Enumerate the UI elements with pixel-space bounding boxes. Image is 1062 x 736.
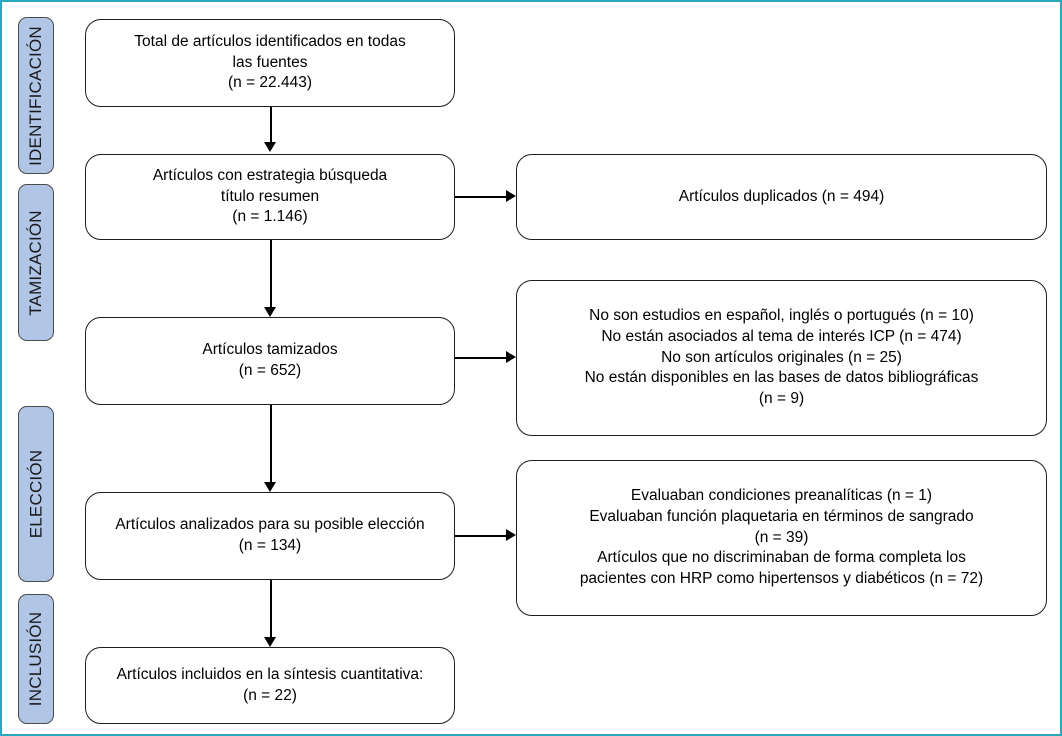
stage-label-tamizacion-text: TAMIZACIÓN — [26, 209, 46, 316]
connector-screened-to-sifted — [270, 240, 272, 312]
flow-box-exclusions-eligibility: Evaluaban condiciones preanalíticas (n =… — [516, 460, 1047, 616]
flow-box-exclusions-screening-text: No son estudios en español, inglés o por… — [584, 307, 979, 407]
flow-box-analyzed: Artículos analizados para su posible ele… — [85, 492, 455, 580]
arrowhead-screened-to-sifted — [264, 307, 276, 317]
connector-analyzed-to-included — [270, 580, 272, 642]
stage-label-eleccion: ELECCIÓN — [18, 406, 54, 582]
flow-box-search-strategy: Artículos con estrategia búsqueda título… — [85, 154, 455, 240]
flow-box-included-text: Artículos incluidos en la síntesis cuant… — [116, 665, 424, 704]
stage-label-eleccion-text: ELECCIÓN — [26, 449, 46, 539]
stage-label-inclusion: INCLUSIÓN — [18, 594, 54, 724]
flow-box-included: Artículos incluidos en la síntesis cuant… — [85, 647, 455, 724]
connector-sifted-to-analyzed — [270, 405, 272, 487]
flow-box-sifted-text: Artículos tamizados (n = 652) — [202, 341, 338, 379]
stage-label-inclusion-text: INCLUSIÓN — [26, 611, 45, 707]
flow-box-sifted: Artículos tamizados (n = 652) — [85, 317, 455, 405]
arrowhead-identified-to-screened — [264, 142, 276, 152]
connector-screened-to-duplicates — [455, 196, 511, 198]
stage-label-identificacion-text: IDENTIFICACIÓN — [26, 25, 45, 166]
flow-box-search-strategy-text: Artículos con estrategia búsqueda título… — [152, 167, 388, 226]
connector-identified-to-screened — [270, 105, 272, 147]
flow-box-duplicates-text: Artículos duplicados (n = 494) — [678, 187, 885, 205]
flow-box-exclusions-eligibility-text: Evaluaban condiciones preanalíticas (n =… — [579, 487, 984, 587]
arrowhead-sifted-to-analyzed — [264, 482, 276, 492]
arrowhead-analyzed-to-included — [264, 637, 276, 647]
flow-box-total-identified-text: Total de artículos identificados en toda… — [134, 33, 406, 92]
flow-box-analyzed-text: Artículos analizados para su posible ele… — [115, 516, 425, 554]
arrowhead-sifted-to-exclusions-1 — [506, 351, 516, 363]
stage-label-identificacion: IDENTIFICACIÓN — [18, 17, 54, 174]
flow-box-exclusions-screening: No son estudios en español, inglés o por… — [516, 280, 1047, 436]
stage-label-tamizacion: TAMIZACIÓN — [18, 184, 54, 341]
arrowhead-analyzed-to-exclusions-2 — [506, 529, 516, 541]
flow-box-total-identified: Total de artículos identificados en toda… — [85, 19, 455, 107]
arrowhead-screened-to-duplicates — [506, 190, 516, 202]
flow-box-duplicates: Artículos duplicados (n = 494) — [516, 154, 1047, 240]
connector-sifted-to-exclusions-1 — [455, 357, 511, 359]
connector-analyzed-to-exclusions-2 — [455, 535, 511, 537]
